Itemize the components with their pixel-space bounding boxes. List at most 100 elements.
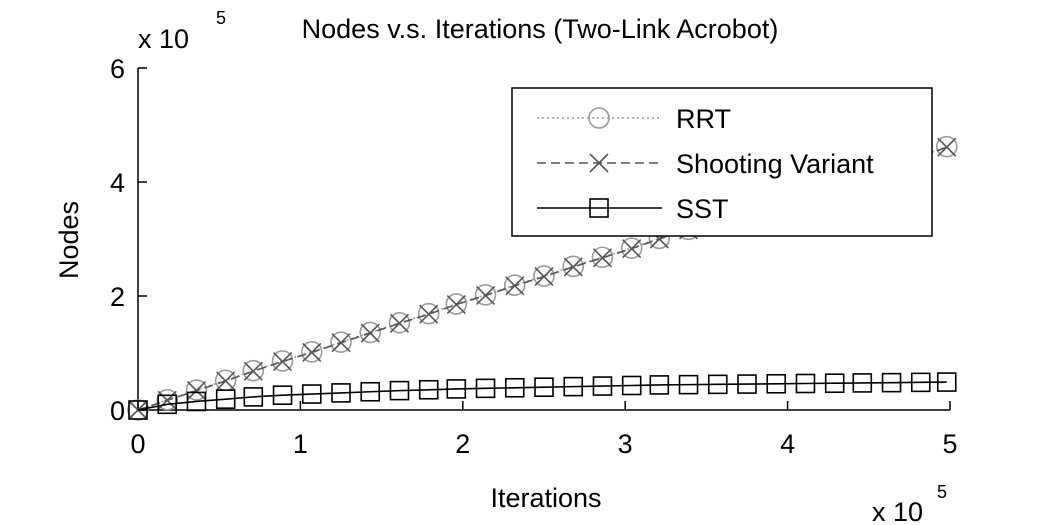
data-point-x <box>937 137 957 157</box>
data-point-square <box>215 389 236 409</box>
data-point-x <box>505 276 525 296</box>
x-marker-stroke <box>186 381 207 401</box>
data-point-square <box>418 379 439 400</box>
data-point-square <box>360 381 381 402</box>
legend-label: Shooting Variant <box>676 149 874 179</box>
data-point-circle <box>935 135 958 158</box>
y-tick-label: 6 <box>110 54 125 84</box>
data-point-square <box>504 377 525 398</box>
data-point-square <box>128 400 148 420</box>
data-point-square <box>243 387 264 407</box>
data-point-circle <box>445 293 468 315</box>
data-point-square <box>678 374 699 395</box>
x-tick-label: 2 <box>455 429 470 459</box>
legend-label: SST <box>676 194 729 224</box>
x-tick-label: 0 <box>130 429 145 459</box>
y-exponent-power: 5 <box>216 8 226 28</box>
legend-marker-x <box>589 153 609 173</box>
data-point-x <box>216 371 236 391</box>
data-point-circle <box>562 255 585 278</box>
x-marker-stroke <box>592 248 613 268</box>
legend-label: RRT <box>676 104 731 134</box>
x-marker-stroke <box>622 239 642 259</box>
data-point-square <box>475 378 496 399</box>
data-point-square <box>186 391 207 412</box>
chart-title: Nodes v.s. Iterations (Two-Link Acrobot) <box>302 14 779 44</box>
data-point-x <box>592 248 613 268</box>
x-marker-stroke <box>589 153 609 173</box>
data-point-square <box>534 377 554 398</box>
data-point-square <box>331 383 351 403</box>
data-point-square <box>766 373 787 394</box>
data-point-circle <box>417 302 440 325</box>
data-point-circle <box>533 265 555 287</box>
legend-box <box>511 87 933 237</box>
data-point-circle <box>359 321 382 344</box>
data-point-x <box>534 267 554 287</box>
data-point-square <box>707 374 728 395</box>
x-exponent-power: 5 <box>937 482 947 502</box>
legend-marker-circle <box>588 107 610 129</box>
data-point-x <box>360 323 380 343</box>
data-point-x <box>331 333 351 353</box>
x-tick-label: 1 <box>293 429 308 459</box>
data-point-x <box>563 257 583 277</box>
x-marker-stroke <box>505 276 525 296</box>
data-point-square <box>649 375 670 395</box>
data-point-square <box>936 372 957 392</box>
x-marker-stroke <box>389 313 410 333</box>
x-marker-stroke <box>937 137 957 157</box>
data-point-circle <box>330 331 352 353</box>
x-tick-label: 4 <box>780 429 795 459</box>
data-point-x <box>272 351 293 372</box>
x-marker-stroke <box>216 371 236 391</box>
y-tick-label: 4 <box>110 168 125 198</box>
data-point-square <box>389 380 410 401</box>
data-point-circle <box>620 237 643 259</box>
data-point-x <box>389 313 410 333</box>
x-marker-stroke <box>272 351 293 372</box>
data-point-square <box>910 372 931 393</box>
data-point-x <box>157 390 177 410</box>
y-tick-label: 2 <box>110 282 125 312</box>
x-exponent-base: x 10 <box>872 497 923 525</box>
data-point-circle <box>591 246 614 269</box>
x-tick-label: 3 <box>618 429 633 459</box>
data-point-square <box>852 373 873 393</box>
data-point-circle <box>300 341 323 363</box>
data-point-circle <box>185 379 208 401</box>
data-point-x <box>186 381 207 401</box>
y-tick-label: 0 <box>110 396 125 426</box>
data-point-square <box>563 376 584 397</box>
legend-marker-square <box>589 198 609 218</box>
data-point-x <box>446 294 466 315</box>
data-point-square <box>157 394 178 415</box>
x-marker-stroke <box>243 361 263 381</box>
data-point-x <box>419 304 439 324</box>
data-point-square <box>824 373 845 394</box>
x-marker-stroke <box>475 285 496 305</box>
data-point-circle <box>156 388 179 411</box>
data-point-square <box>301 384 322 404</box>
data-point-square <box>446 379 467 399</box>
data-point-square <box>737 374 757 394</box>
x-marker-stroke <box>419 304 439 324</box>
y-axis-label: Nodes <box>54 201 84 279</box>
x-marker-stroke <box>331 333 351 353</box>
x-marker-stroke <box>302 342 322 362</box>
data-point-square <box>621 375 642 396</box>
x-marker-stroke <box>157 390 177 410</box>
data-point-square <box>795 373 816 394</box>
data-point-circle <box>503 274 526 296</box>
x-marker-stroke <box>360 323 380 343</box>
data-point-square <box>592 376 613 396</box>
data-point-x <box>622 239 642 259</box>
data-point-circle <box>242 359 265 382</box>
x-marker-stroke <box>563 257 583 277</box>
data-point-circle <box>271 350 294 372</box>
x-marker-stroke <box>534 267 554 287</box>
data-point-circle <box>474 284 497 306</box>
